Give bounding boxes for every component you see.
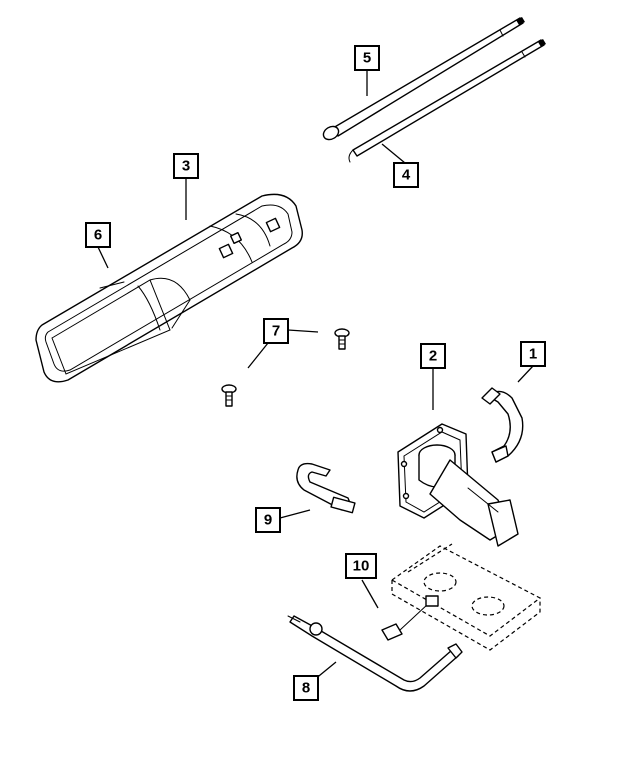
callout-3: 3 xyxy=(173,153,199,179)
callout-10: 10 xyxy=(345,553,377,579)
leader-1 xyxy=(517,365,534,383)
callout-2-label: 2 xyxy=(429,348,437,365)
part-7-screw-upper xyxy=(334,328,350,350)
part-5-rod xyxy=(322,17,525,141)
callout-1: 1 xyxy=(520,341,546,367)
part-4-rod xyxy=(348,39,546,163)
callout-9: 9 xyxy=(255,507,281,533)
part-1-bracket xyxy=(481,387,524,463)
part-8-wrench xyxy=(287,615,463,692)
leader-4 xyxy=(381,143,406,164)
leader-7a xyxy=(287,329,319,333)
callout-7-label: 7 xyxy=(272,323,280,340)
callout-6-label: 6 xyxy=(94,227,102,244)
callout-4-label: 4 xyxy=(402,167,411,184)
callout-5: 5 xyxy=(354,45,380,71)
callout-5-label: 5 xyxy=(363,50,371,67)
callout-8: 8 xyxy=(293,675,319,701)
part-7-screw-lower xyxy=(221,384,237,407)
leader-7b xyxy=(247,342,269,369)
callout-1-label: 1 xyxy=(529,346,537,363)
callout-3-label: 3 xyxy=(182,158,190,175)
part-2-jack xyxy=(397,423,519,547)
callout-2: 2 xyxy=(420,343,446,369)
part-3-storage-bag xyxy=(35,193,303,383)
callout-9-label: 9 xyxy=(264,512,272,529)
leader-6 xyxy=(97,246,109,269)
callout-7: 7 xyxy=(263,318,289,344)
part-10-clip xyxy=(381,595,439,641)
leader-9 xyxy=(279,509,311,519)
leader-10 xyxy=(361,579,379,609)
callout-8-label: 8 xyxy=(302,680,310,697)
mounting-plate xyxy=(390,543,542,651)
callout-10-label: 10 xyxy=(353,558,370,575)
callout-6: 6 xyxy=(85,222,111,248)
callout-4: 4 xyxy=(393,162,419,188)
part-9-strap xyxy=(296,462,356,514)
